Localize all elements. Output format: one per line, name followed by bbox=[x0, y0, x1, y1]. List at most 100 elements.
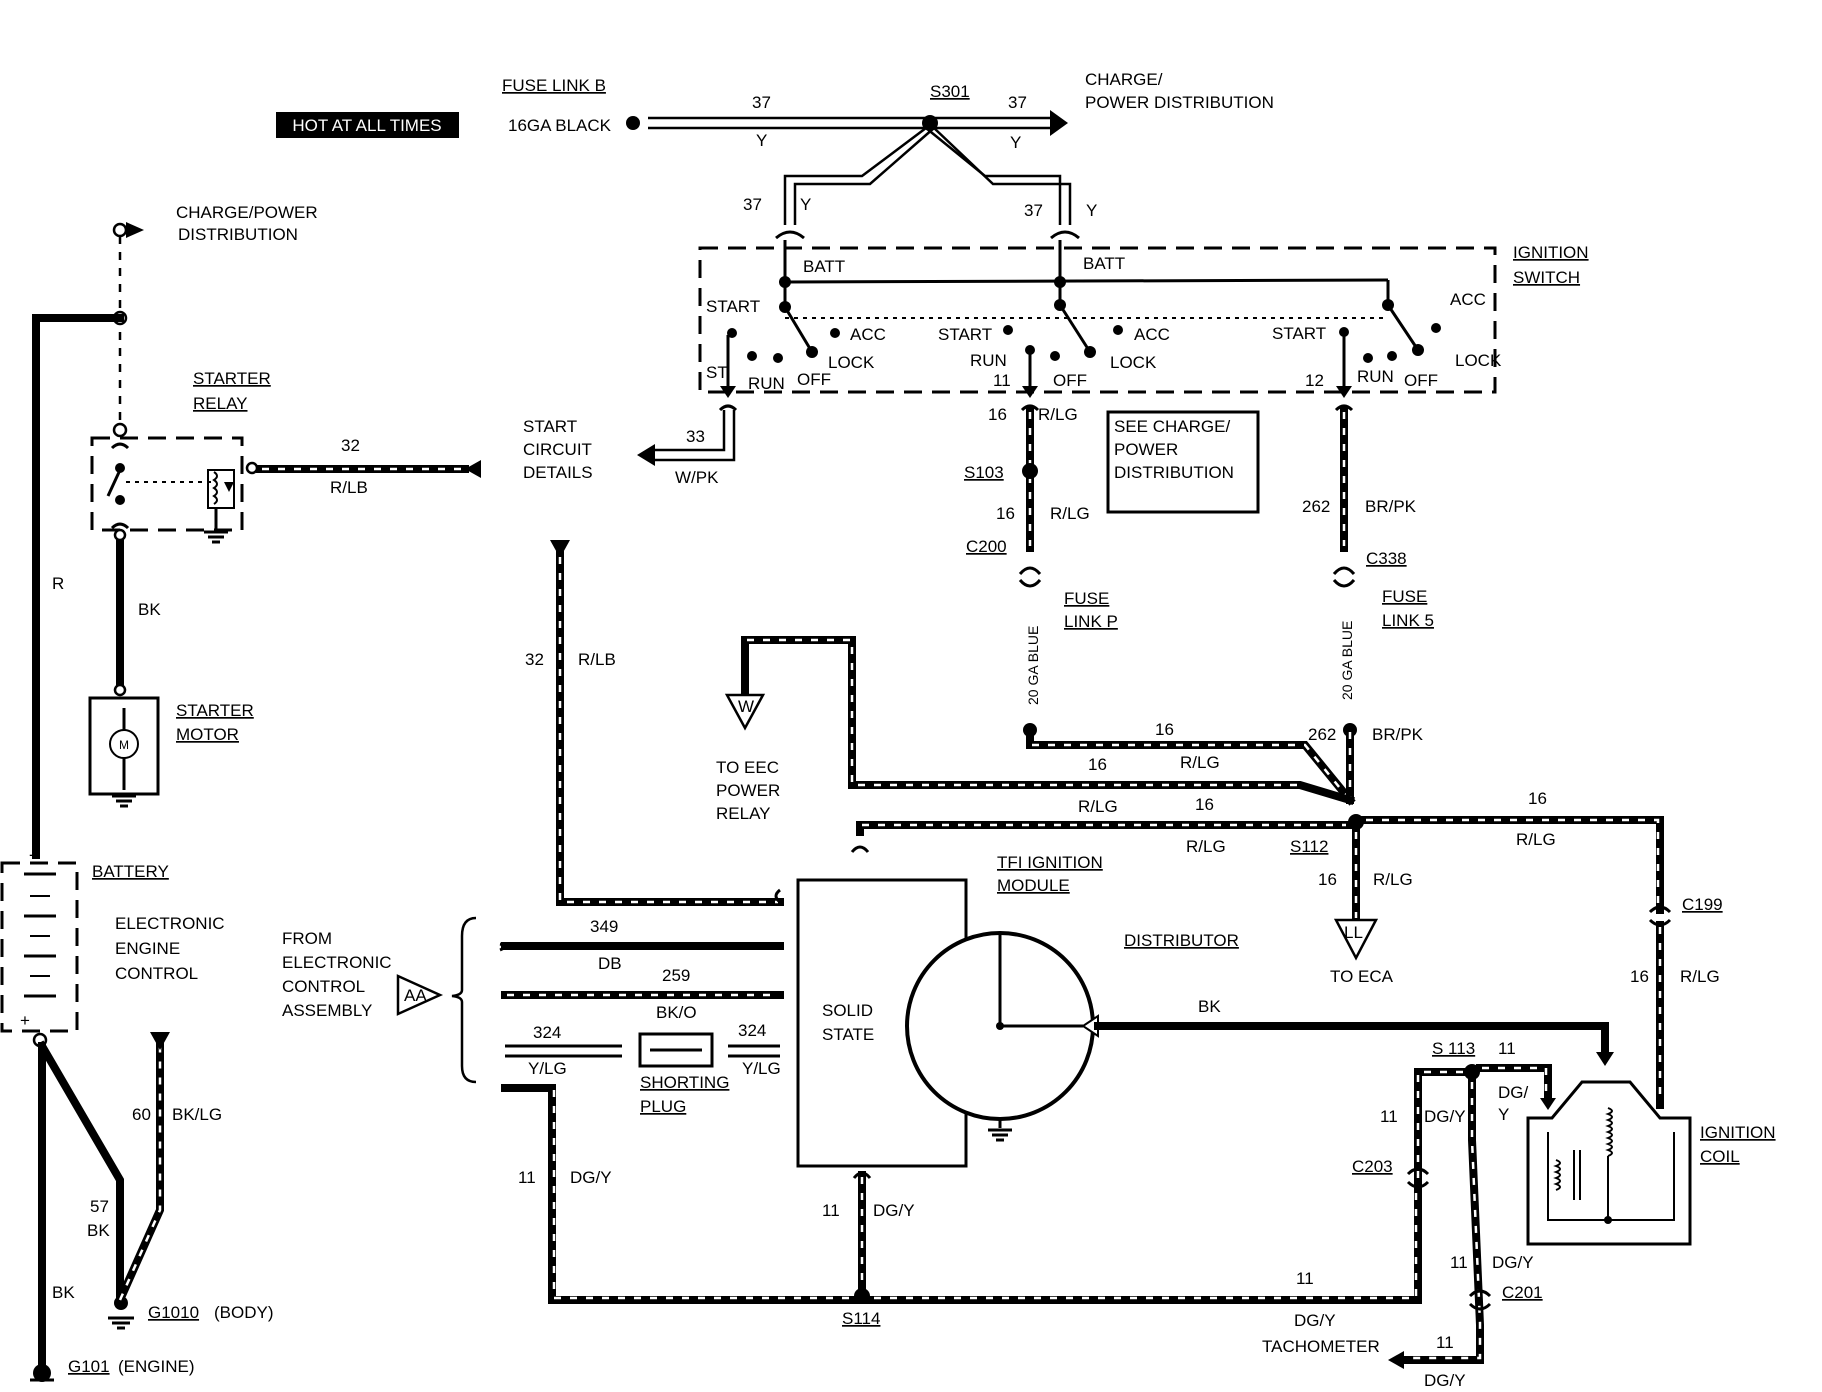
c200-label: C200 bbox=[966, 537, 1007, 556]
c203-label: C203 bbox=[1352, 1157, 1393, 1176]
svg-text:DG/Y: DG/Y bbox=[873, 1201, 915, 1220]
svg-text:349: 349 bbox=[590, 917, 618, 936]
solid-state-label: SOLID bbox=[822, 1001, 873, 1020]
motor-m-label: M bbox=[119, 738, 129, 752]
gauge-black-label: 16GA BLACK bbox=[508, 116, 612, 135]
fuse-link-b-terminal bbox=[626, 116, 640, 130]
svg-text:R/LG: R/LG bbox=[1180, 753, 1220, 772]
svg-text:LL: LL bbox=[1344, 923, 1363, 942]
svg-text:START: START bbox=[706, 297, 760, 316]
svg-text:12: 12 bbox=[1305, 371, 1324, 390]
starter-motor-box bbox=[88, 696, 160, 796]
svg-text:37: 37 bbox=[1024, 201, 1043, 220]
svg-text:60: 60 bbox=[132, 1105, 151, 1124]
svg-text:R: R bbox=[52, 574, 64, 593]
s103-label: S103 bbox=[964, 463, 1004, 482]
ignition-switch-label: IGNITION bbox=[1513, 243, 1589, 262]
start-circuit-arrow-icon bbox=[637, 444, 655, 466]
svg-text:11: 11 bbox=[1436, 1333, 1454, 1352]
from-eec-label: FROM bbox=[282, 929, 332, 948]
svg-text:LOCK: LOCK bbox=[1455, 351, 1502, 370]
svg-text:RUN: RUN bbox=[748, 374, 785, 393]
starter-motor-label: STARTER bbox=[176, 701, 254, 720]
svg-text:R/LG: R/LG bbox=[1373, 870, 1413, 889]
svg-text:STATE: STATE bbox=[822, 1025, 874, 1044]
svg-text:BK/LG: BK/LG bbox=[172, 1105, 222, 1124]
svg-text:16: 16 bbox=[988, 405, 1007, 424]
svg-text:BK: BK bbox=[1198, 997, 1221, 1016]
svg-text:DG/Y: DG/Y bbox=[1492, 1253, 1534, 1272]
svg-text:LINK P: LINK P bbox=[1064, 612, 1118, 631]
charge-power-left-label: CHARGE/POWER bbox=[176, 203, 318, 222]
svg-text:32: 32 bbox=[341, 436, 360, 455]
svg-text:BK/O: BK/O bbox=[656, 1003, 697, 1022]
svg-text:ACC: ACC bbox=[1450, 290, 1486, 309]
hot-badge bbox=[276, 112, 459, 138]
eec-left-label: ELECTRONIC bbox=[115, 914, 225, 933]
svg-text:DETAILS: DETAILS bbox=[523, 463, 593, 482]
svg-text:OFF: OFF bbox=[1053, 371, 1087, 390]
svg-text:AA: AA bbox=[404, 986, 427, 1005]
svg-text:Y/LG: Y/LG bbox=[742, 1059, 781, 1078]
svg-text:R/LB: R/LB bbox=[330, 478, 368, 497]
svg-text:W/PK: W/PK bbox=[675, 468, 719, 487]
svg-text:OFF: OFF bbox=[1404, 371, 1438, 390]
c199-label: C199 bbox=[1682, 895, 1723, 914]
s103-splice bbox=[1022, 463, 1038, 479]
svg-text:11: 11 bbox=[518, 1168, 536, 1187]
svg-text:R/LB: R/LB bbox=[578, 650, 616, 669]
svg-text:16: 16 bbox=[1155, 720, 1174, 739]
svg-text:11: 11 bbox=[1296, 1269, 1314, 1288]
svg-text:324: 324 bbox=[533, 1023, 561, 1042]
svg-text:16: 16 bbox=[996, 504, 1015, 523]
svg-text:11: 11 bbox=[1380, 1107, 1398, 1126]
fuse-link-b-label: FUSE LINK B bbox=[502, 76, 606, 95]
svg-text:DISTRIBUTION: DISTRIBUTION bbox=[1114, 463, 1234, 482]
svg-text:R/LG: R/LG bbox=[1038, 405, 1078, 424]
tachometer-label: TACHOMETER bbox=[1262, 1337, 1380, 1356]
svg-text:BATT: BATT bbox=[803, 257, 845, 276]
charge-power-top-label: CHARGE/ bbox=[1085, 70, 1163, 89]
svg-text:CIRCUIT: CIRCUIT bbox=[523, 440, 592, 459]
svg-text:BK: BK bbox=[87, 1221, 110, 1240]
distributor-label: DISTRIBUTOR bbox=[1124, 931, 1239, 950]
svg-text:MOTOR: MOTOR bbox=[176, 725, 239, 744]
svg-text:R/LG: R/LG bbox=[1680, 967, 1720, 986]
charge-arrow-icon bbox=[1050, 110, 1068, 136]
svg-text:ELECTRONIC: ELECTRONIC bbox=[282, 953, 392, 972]
svg-text:RELAY: RELAY bbox=[716, 804, 771, 823]
svg-text:33: 33 bbox=[686, 427, 705, 446]
ga-blue-p-label: 20 GA BLUE bbox=[1025, 626, 1041, 705]
svg-text:START: START bbox=[1272, 324, 1326, 343]
svg-text:37: 37 bbox=[752, 93, 771, 112]
svg-text:BK: BK bbox=[52, 1283, 75, 1302]
s114-label: S114 bbox=[842, 1309, 880, 1328]
ignition-switch-box bbox=[698, 246, 1497, 394]
c201-label: C201 bbox=[1502, 1283, 1543, 1302]
svg-text:262: 262 bbox=[1302, 497, 1330, 516]
ga-blue-5-label: 20 GA BLUE bbox=[1339, 621, 1355, 700]
svg-text:ASSEMBLY: ASSEMBLY bbox=[282, 1001, 372, 1020]
tfi-label: TFI IGNITION bbox=[997, 853, 1103, 872]
hot-label: HOT AT ALL TIMES bbox=[292, 116, 441, 135]
eec-relay-label: TO EEC bbox=[716, 758, 779, 777]
svg-text:DG/Y: DG/Y bbox=[1424, 1371, 1466, 1390]
svg-text:RUN: RUN bbox=[970, 351, 1007, 370]
svg-text:MODULE: MODULE bbox=[997, 876, 1070, 895]
aa-connector-icon bbox=[396, 974, 444, 1016]
g1010-label: G1010 bbox=[148, 1303, 199, 1322]
svg-text:LINK 5: LINK 5 bbox=[1382, 611, 1434, 630]
svg-text:W: W bbox=[738, 697, 754, 716]
s301-splice bbox=[922, 115, 938, 131]
svg-text:R/LG: R/LG bbox=[1516, 830, 1556, 849]
svg-text:Y: Y bbox=[756, 131, 767, 150]
svg-text:LOCK: LOCK bbox=[828, 353, 875, 372]
svg-text:Y: Y bbox=[1010, 133, 1021, 152]
starter-relay-box bbox=[90, 436, 244, 532]
svg-text:OFF: OFF bbox=[797, 370, 831, 389]
svg-text:BR/PK: BR/PK bbox=[1365, 497, 1417, 516]
see-charge-label: SEE CHARGE/ bbox=[1114, 417, 1230, 436]
svg-text:LOCK: LOCK bbox=[1110, 353, 1157, 372]
svg-text:RUN: RUN bbox=[1357, 367, 1394, 386]
